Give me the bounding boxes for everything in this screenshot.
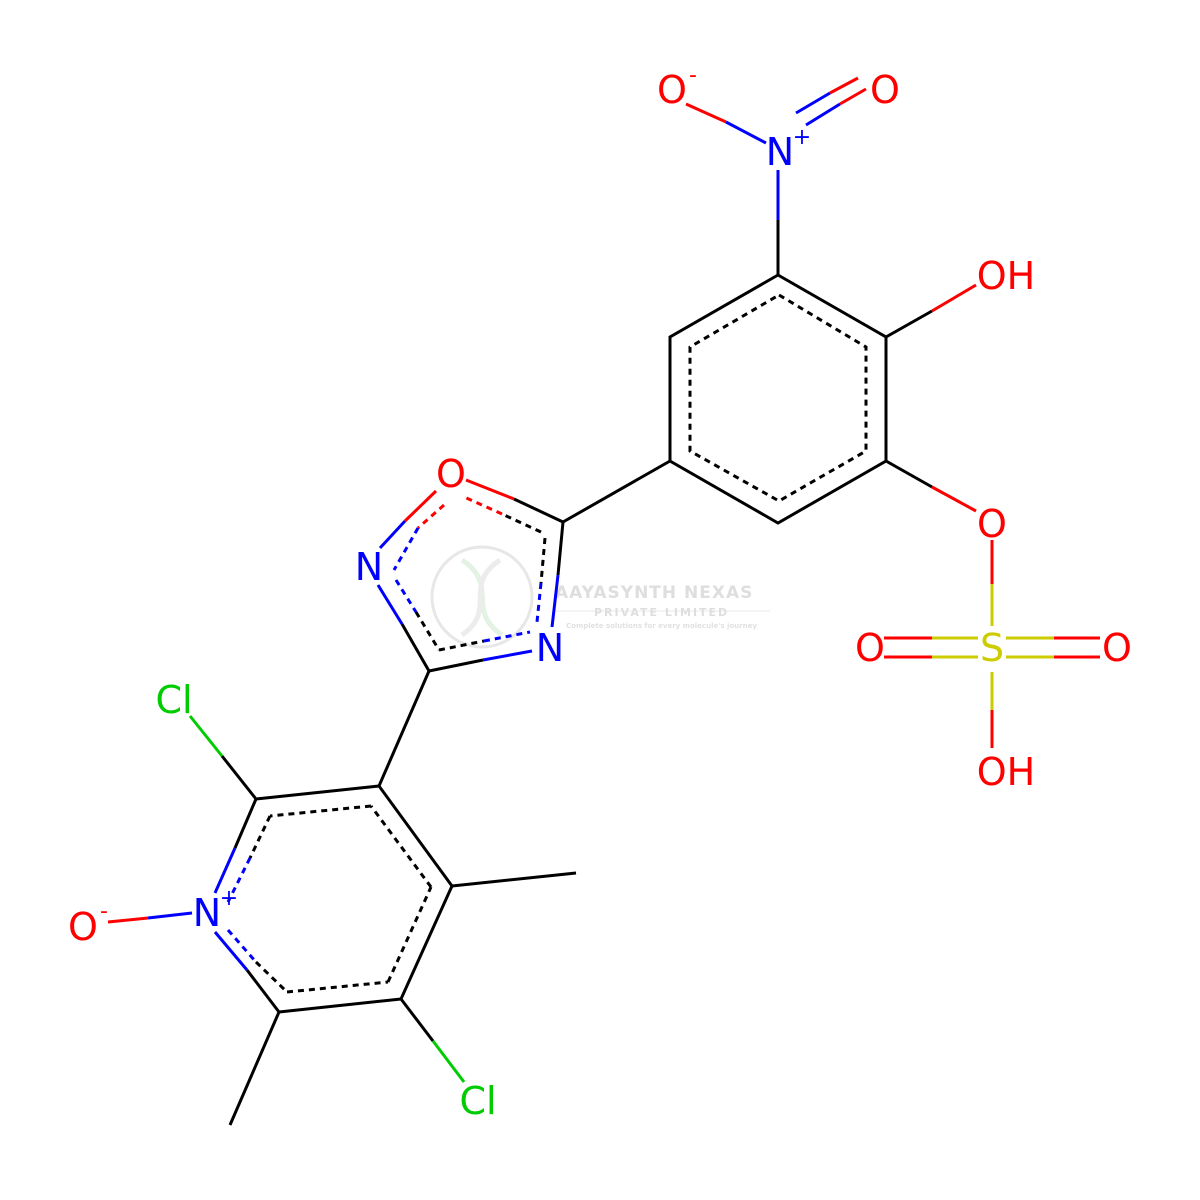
atom-oh-phenol: OH (977, 254, 1035, 298)
watermark-subtitle: PRIVATE LIMITED (594, 606, 729, 619)
watermark-logo-icon (430, 545, 534, 649)
atom-o-sulfonyl-right: O (1102, 626, 1132, 670)
atom-n-oxadiazole-2: N (355, 545, 383, 589)
atom-n-oxadiazole-4: N (536, 626, 564, 670)
atom-oh-sulfonic: OH (977, 750, 1035, 794)
atom-o-ester: O (977, 502, 1007, 546)
atom-cl-bottom: Cl (459, 1079, 496, 1123)
atom-cl-top: Cl (155, 678, 192, 722)
atom-n-nitro: N (766, 130, 794, 174)
atom-s: S (980, 626, 1004, 670)
atom-o-pyridine-minus: O (68, 905, 98, 949)
atom-o-nitro-minus: O (657, 68, 687, 112)
atom-o-nitro: O (870, 68, 900, 112)
charge-o-pyridine-minus: - (100, 899, 108, 924)
charge-n-pyridine: + (220, 886, 238, 911)
bonds (107, 76, 1100, 1126)
atom-n-pyridine: N (193, 891, 221, 935)
charge-o-nitro-minus: - (689, 63, 697, 88)
atom-o-sulfonyl-left: O (855, 626, 885, 670)
atom-o-oxadiazole: O (436, 452, 466, 496)
watermark: AAYASYNTH NEXAS PRIVATE LIMITED Complete… (430, 545, 770, 649)
watermark-tagline: Complete solutions for every molecule's … (566, 622, 757, 630)
atom-labels: O - O N + OH O N N O S O O OH Cl Cl N + … (68, 63, 1132, 1123)
charge-n-nitro: + (793, 125, 811, 150)
watermark-title: AAYASYNTH NEXAS (555, 583, 753, 603)
